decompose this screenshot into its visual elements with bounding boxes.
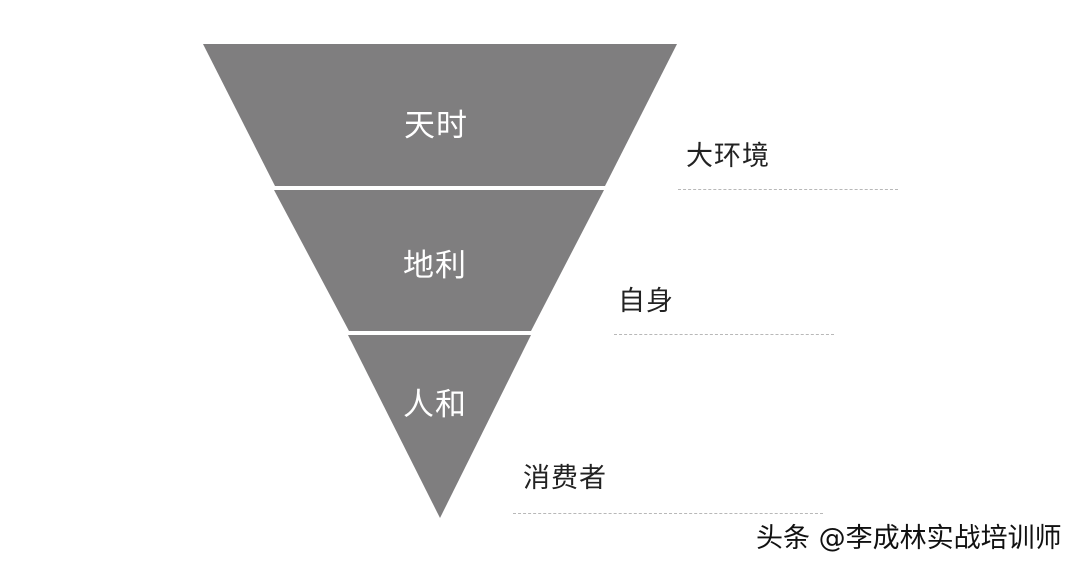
tier-2-underline bbox=[614, 334, 834, 335]
tier-3-description: 消费者 bbox=[523, 463, 607, 494]
tier-2-description: 自身 bbox=[618, 286, 674, 317]
tier-1-underline bbox=[678, 189, 898, 190]
tier-1-label: 天时 bbox=[404, 108, 468, 144]
tier-2-shape bbox=[274, 190, 604, 331]
watermark: 头条 @李成林实战培训师 bbox=[756, 523, 1062, 554]
tier-3-label: 人和 bbox=[403, 387, 467, 423]
tier-1-shape bbox=[203, 44, 677, 186]
tier-1-description: 大环境 bbox=[686, 141, 770, 172]
tier-3-underline bbox=[513, 513, 823, 514]
tier-3-shape bbox=[348, 335, 531, 518]
tier-2-label: 地利 bbox=[403, 248, 467, 284]
